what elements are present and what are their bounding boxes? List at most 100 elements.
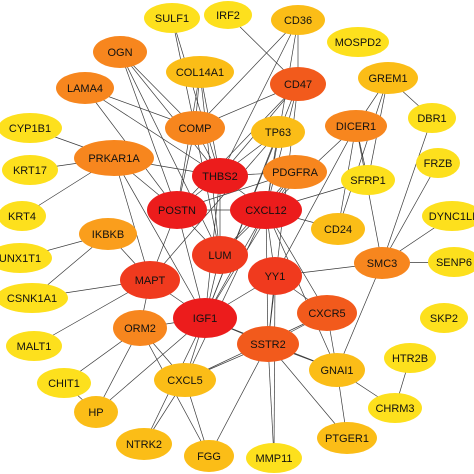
node-chrm3[interactable]: CHRM3 <box>368 393 422 423</box>
node-ellipse[interactable] <box>230 191 302 229</box>
node-ellipse[interactable] <box>341 165 395 195</box>
node-ellipse[interactable] <box>311 213 365 245</box>
node-tp63[interactable]: TP63 <box>251 116 305 148</box>
node-ellipse[interactable] <box>192 236 248 274</box>
node-smc3[interactable]: SMC3 <box>354 247 410 279</box>
node-fgg[interactable]: FGG <box>184 440 234 472</box>
node-ellipse[interactable] <box>416 148 460 178</box>
node-skp2[interactable]: SKP2 <box>420 303 468 333</box>
node-ptger1[interactable]: PTGER1 <box>317 422 377 454</box>
node-ellipse[interactable] <box>173 298 237 338</box>
node-ellipse[interactable] <box>192 158 248 194</box>
node-dicer1[interactable]: DICER1 <box>325 110 387 142</box>
node-ellipse[interactable] <box>408 103 456 133</box>
node-ellipse[interactable] <box>309 353 365 387</box>
node-thbs2[interactable]: THBS2 <box>192 158 248 194</box>
node-ellipse[interactable] <box>325 110 387 142</box>
node-frzb[interactable]: FRZB <box>416 148 460 178</box>
node-ellipse[interactable] <box>246 443 302 473</box>
node-prkar1a[interactable]: PRKAR1A <box>74 140 154 176</box>
node-ellipse[interactable] <box>93 36 147 68</box>
node-ellipse[interactable] <box>116 428 172 460</box>
node-ntrk2[interactable]: NTRK2 <box>116 428 172 460</box>
node-ellipse[interactable] <box>74 396 118 428</box>
node-ellipse[interactable] <box>6 331 62 361</box>
node-ellipse[interactable] <box>56 72 114 104</box>
node-cyp1b1[interactable]: CYP1B1 <box>0 113 62 143</box>
node-cxcl12[interactable]: CXCL12 <box>230 191 302 229</box>
node-ellipse[interactable] <box>422 201 474 231</box>
node-ellipse[interactable] <box>166 56 234 88</box>
node-ellipse[interactable] <box>0 201 46 231</box>
node-grem1[interactable]: GREM1 <box>358 62 418 94</box>
node-ellipse[interactable] <box>358 62 418 94</box>
node-sstr2[interactable]: SSTR2 <box>237 326 299 362</box>
node-krt4[interactable]: KRT4 <box>0 201 46 231</box>
node-col14a1[interactable]: COL14A1 <box>166 56 234 88</box>
node-comp[interactable]: COMP <box>165 111 225 145</box>
node-lama4[interactable]: LAMA4 <box>56 72 114 104</box>
node-ellipse[interactable] <box>428 247 474 277</box>
node-ellipse[interactable] <box>251 116 305 148</box>
node-ogn[interactable]: OGN <box>93 36 147 68</box>
node-ellipse[interactable] <box>420 303 468 333</box>
node-mapt[interactable]: MAPT <box>120 261 180 299</box>
node-cxcr5[interactable]: CXCR5 <box>297 295 357 331</box>
node-ellipse[interactable] <box>154 363 216 397</box>
node-dync1li[interactable]: DYNC1LI <box>422 201 474 231</box>
node-sfrp1[interactable]: SFRP1 <box>341 165 395 195</box>
node-gnai1[interactable]: GNAI1 <box>309 353 365 387</box>
node-ellipse[interactable] <box>37 368 91 398</box>
node-ellipse[interactable] <box>0 283 68 313</box>
node-sulf1[interactable]: SULF1 <box>144 3 200 33</box>
node-postn[interactable]: POSTN <box>147 191 207 229</box>
node-ellipse[interactable] <box>184 440 234 472</box>
node-ellipse[interactable] <box>0 113 62 143</box>
node-cd36[interactable]: CD36 <box>271 5 325 35</box>
node-ellipse[interactable] <box>204 1 252 29</box>
node-ellipse[interactable] <box>271 5 325 35</box>
node-ellipse[interactable] <box>384 343 436 373</box>
node-lum[interactable]: LUM <box>192 236 248 274</box>
node-ellipse[interactable] <box>165 111 225 145</box>
node-krt17[interactable]: KRT17 <box>2 155 58 185</box>
node-ellipse[interactable] <box>248 257 302 295</box>
node-irf2[interactable]: IRF2 <box>204 1 252 29</box>
node-csnk1a1[interactable]: CSNK1A1 <box>0 283 68 313</box>
node-ellipse[interactable] <box>2 155 58 185</box>
node-ellipse[interactable] <box>144 3 200 33</box>
node-senp6[interactable]: SENP6 <box>428 247 474 277</box>
node-ellipse[interactable] <box>237 326 299 362</box>
node-dbr1[interactable]: DBR1 <box>408 103 456 133</box>
node-pdgfra[interactable]: PDGFRA <box>263 155 327 189</box>
node-hp[interactable]: HP <box>74 396 118 428</box>
node-ellipse[interactable] <box>327 27 389 57</box>
node-ellipse[interactable] <box>368 393 422 423</box>
node-ellipse[interactable] <box>113 310 167 346</box>
node-ellipse[interactable] <box>297 295 357 331</box>
node-ellipse[interactable] <box>120 261 180 299</box>
node-orm2[interactable]: ORM2 <box>113 310 167 346</box>
node-igf1[interactable]: IGF1 <box>173 298 237 338</box>
node-cd47[interactable]: CD47 <box>270 67 326 101</box>
node-mmp11[interactable]: MMP11 <box>246 443 302 473</box>
node-ellipse[interactable] <box>74 140 154 176</box>
node-htr2b[interactable]: HTR2B <box>384 343 436 373</box>
node-ellipse[interactable] <box>263 155 327 189</box>
node-ellipse[interactable] <box>79 218 137 250</box>
node-ikbkb[interactable]: IKBKB <box>79 218 137 250</box>
node-cxcl5[interactable]: CXCL5 <box>154 363 216 397</box>
node-mospd2[interactable]: MOSPD2 <box>327 27 389 57</box>
node-ellipse[interactable] <box>270 67 326 101</box>
node-malt1[interactable]: MALT1 <box>6 331 62 361</box>
node-unx1t1[interactable]: UNX1T1 <box>0 243 52 273</box>
node-ellipse[interactable] <box>354 247 410 279</box>
node-label: MMP11 <box>255 453 292 465</box>
node-ellipse[interactable] <box>147 191 207 229</box>
node-ellipse[interactable] <box>0 243 52 273</box>
node-cd24[interactable]: CD24 <box>311 213 365 245</box>
node-yy1[interactable]: YY1 <box>248 257 302 295</box>
node-ellipse[interactable] <box>317 422 377 454</box>
node-chit1[interactable]: CHIT1 <box>37 368 91 398</box>
